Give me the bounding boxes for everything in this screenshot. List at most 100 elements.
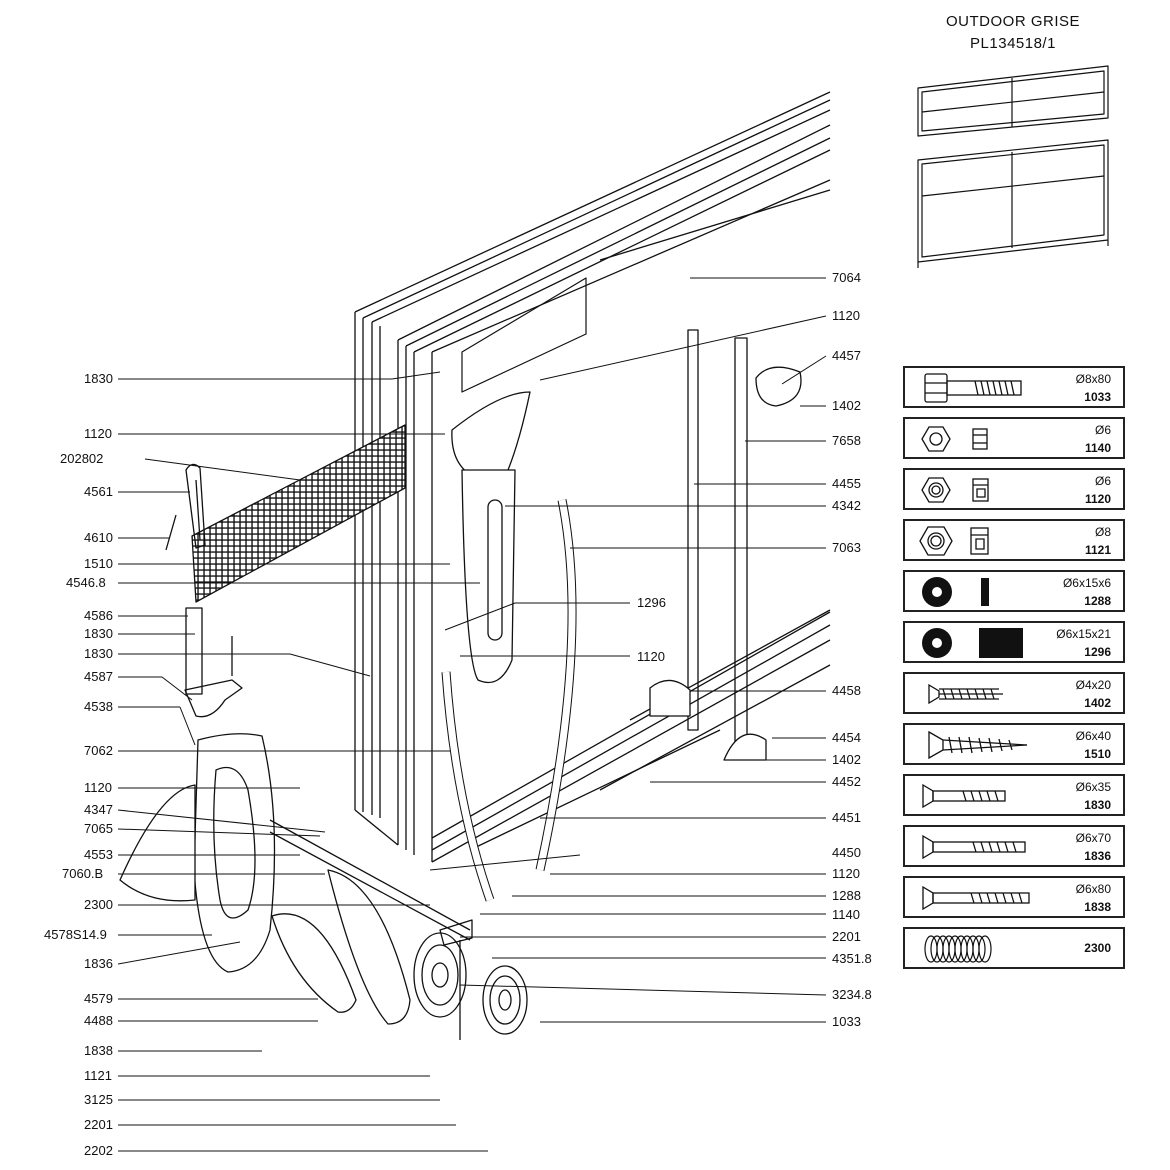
part-label: 4452 <box>832 774 861 789</box>
part-label: 4455 <box>832 476 861 491</box>
hardware-code: 1296 <box>1084 645 1111 659</box>
part-label: 4538 <box>84 699 113 714</box>
hardware-code: 2300 <box>1084 941 1111 955</box>
countersunk-bolt-icon <box>922 885 1030 911</box>
part-label: 4546.8 <box>66 575 106 590</box>
lock-nut-icon <box>921 477 989 503</box>
hardware-code: 1830 <box>1084 798 1111 812</box>
leader-lines-left <box>117 371 488 1152</box>
hardware-item: Ø4x20 1402 <box>903 672 1125 714</box>
part-label: 1120 <box>84 426 112 441</box>
hardware-code: 1838 <box>1084 900 1111 914</box>
part-label: 1296 <box>637 595 666 610</box>
part-label: 4553 <box>84 847 113 862</box>
part-label: 4351.8 <box>832 951 872 966</box>
part-label: 1830 <box>84 371 113 386</box>
hardware-item: Ø8 1121 <box>903 519 1125 561</box>
part-label: 2300 <box>84 897 113 912</box>
part-label: 4579 <box>84 991 113 1006</box>
table-top <box>354 91 831 863</box>
part-label: 4610 <box>84 530 113 545</box>
hardware-code: 1120 <box>1084 492 1111 506</box>
wheels <box>413 932 528 1040</box>
hardware-code: 1288 <box>1084 594 1111 608</box>
part-label: 7065 <box>84 821 113 836</box>
hardware-size: Ø6x40 <box>1075 729 1111 743</box>
part-label: 7658 <box>832 433 861 448</box>
hardware-size: Ø6x15x21 <box>1056 627 1111 641</box>
washer-icon <box>922 577 989 607</box>
part-label: 1402 <box>832 752 861 767</box>
part-label: 4454 <box>832 730 861 745</box>
part-label: 202802 <box>60 451 104 466</box>
part-label: 1033 <box>832 1014 861 1029</box>
leader-lines-right <box>429 277 827 1023</box>
part-label: 1120 <box>832 308 860 323</box>
part-label: 1836 <box>84 956 113 971</box>
part-label: 1140 <box>832 907 860 922</box>
spacer-icon <box>922 628 1023 658</box>
part-label: 1120 <box>637 649 665 664</box>
part-label: 1830 <box>84 626 113 641</box>
lock-nut-icon <box>919 526 989 556</box>
hardware-item: Ø8x80 1033 <box>903 366 1125 408</box>
part-label: 1402 <box>832 398 861 413</box>
part-label: 1121 <box>84 1068 112 1083</box>
part-label: 4457 <box>832 348 861 363</box>
part-label: 7064 <box>832 270 861 285</box>
hardware-item: Ø6 1140 <box>903 417 1125 459</box>
hardware-item: Ø6x40 1510 <box>903 723 1125 765</box>
part-label: 4347 <box>84 802 113 817</box>
part-label: 3234.8 <box>832 987 872 1002</box>
hardware-code: 1033 <box>1084 390 1111 404</box>
hardware-size: Ø6x15x6 <box>1062 576 1111 590</box>
part-label: 1838 <box>84 1043 113 1058</box>
part-label: 1288 <box>832 888 861 903</box>
hardware-code: 1402 <box>1084 696 1111 710</box>
part-label: 4450 <box>832 845 861 860</box>
hex-nut-icon <box>921 426 988 452</box>
hardware-code: 1121 <box>1084 543 1111 557</box>
hardware-size: Ø6x70 <box>1075 831 1111 845</box>
table-thumbnails <box>917 65 1109 268</box>
part-label: 4488 <box>84 1013 113 1028</box>
center-support <box>441 391 577 902</box>
hardware-item: Ø6x80 1838 <box>903 876 1125 918</box>
countersunk-bolt-icon <box>922 783 1006 809</box>
part-label: 1120 <box>84 780 112 795</box>
part-label: 4587 <box>84 669 113 684</box>
hardware-size: Ø6x35 <box>1075 780 1111 794</box>
part-label: 4451 <box>832 810 861 825</box>
part-label: 7063 <box>832 540 861 555</box>
part-label: 4578S14.9 <box>44 927 107 942</box>
hardware-size: Ø6 <box>1094 474 1111 488</box>
hardware-code: 1140 <box>1084 441 1111 455</box>
hardware-code: 1836 <box>1084 849 1111 863</box>
part-label: 1510 <box>84 556 113 571</box>
part-label: 7060.B <box>62 866 104 881</box>
product-code: PL134518/1 <box>970 35 1056 52</box>
hardware-item: Ø6x70 1836 <box>903 825 1125 867</box>
part-label: 4561 <box>84 484 113 499</box>
spring-icon <box>924 935 992 963</box>
part-label: 3125 <box>84 1092 113 1107</box>
hardware-size: Ø6 <box>1094 423 1111 437</box>
hardware-item: Ø6x15x21 1296 <box>903 621 1125 663</box>
countersunk-bolt-icon <box>922 834 1026 860</box>
hardware-size: Ø8 <box>1094 525 1111 539</box>
wood-screw-icon <box>928 730 1028 760</box>
wood-screw-icon <box>928 683 1003 705</box>
hardware-size: Ø6x80 <box>1075 882 1111 896</box>
hardware-item: Ø6x35 1830 <box>903 774 1125 816</box>
leg-assembly <box>119 733 473 1025</box>
product-name: OUTDOOR GRISE <box>945 13 1080 30</box>
part-label: 2202 <box>84 1143 113 1158</box>
hardware-size: Ø8x80 <box>1075 372 1111 386</box>
part-label: 1120 <box>832 866 860 881</box>
net <box>191 424 406 603</box>
hardware-size: Ø4x20 <box>1075 678 1111 692</box>
part-label: 2201 <box>84 1117 113 1132</box>
part-label: 4586 <box>84 608 113 623</box>
